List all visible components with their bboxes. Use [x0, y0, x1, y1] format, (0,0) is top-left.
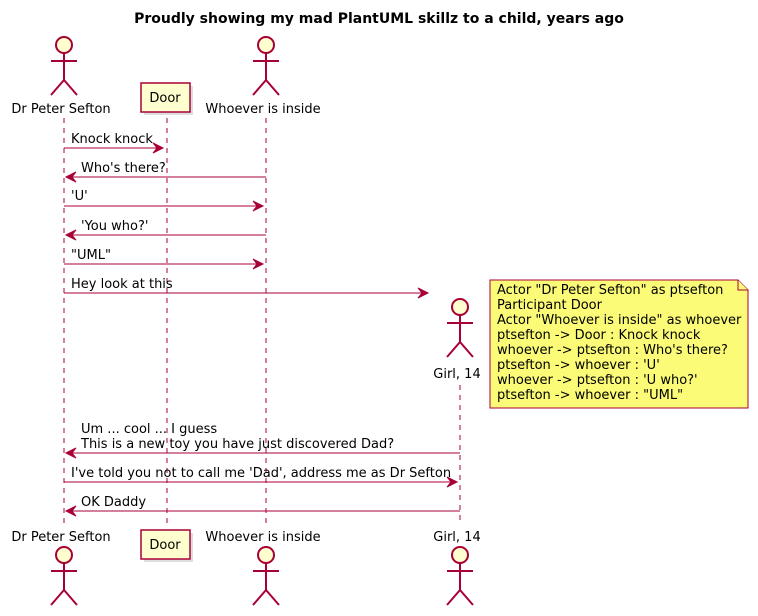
- note-line: whoever -> ptsefton : Who's there?: [497, 343, 728, 358]
- note-line: whoever -> ptsefton : 'U who?': [497, 373, 698, 388]
- code-note: Actor "Dr Peter Sefton" as ptsefton Part…: [489, 279, 749, 409]
- participant-label-ptsefton-bottom: Dr Peter Sefton: [11, 530, 110, 545]
- message-7-label-line2: This is a new toy you have just discover…: [80, 437, 394, 452]
- message-5-label: "UML": [71, 248, 111, 263]
- actor-ptsefton-top: [50, 36, 78, 96]
- participant-door-bottom: [140, 529, 193, 562]
- note-line: ptsefton -> whoever : 'U': [497, 358, 660, 373]
- participant-label-ptsefton-top: Dr Peter Sefton: [11, 102, 110, 117]
- message-1: [64, 142, 165, 154]
- note-line: ptsefton -> whoever : "UML": [497, 388, 683, 403]
- participant-label-door-bottom: Door: [149, 538, 181, 553]
- participant-label-whoever-top: Whoever is inside: [205, 102, 320, 117]
- message-6: [64, 287, 430, 299]
- message-3-label: 'U': [71, 189, 88, 204]
- note-line: ptsefton -> Door : Knock knock: [497, 328, 701, 343]
- note-line: Participant Door: [497, 298, 603, 313]
- message-9-label: OK Daddy: [81, 495, 146, 510]
- note-line: Actor "Dr Peter Sefton" as ptsefton: [497, 283, 723, 298]
- message-2: [64, 171, 266, 183]
- message-3: [64, 200, 265, 212]
- actor-whoever-top: [252, 36, 280, 96]
- message-7-label-line1: Um ... cool ... I guess: [81, 422, 217, 437]
- participant-label-door-top: Door: [149, 91, 181, 106]
- message-9: [64, 505, 460, 517]
- note-line: Actor "Whoever is inside" as whoever: [497, 313, 742, 328]
- participant-door-top: [140, 82, 193, 115]
- message-7: [64, 447, 460, 459]
- message-5: [64, 258, 265, 270]
- message-2-label: Who's there?: [81, 161, 166, 176]
- message-6-label: Hey look at this: [71, 277, 173, 292]
- participant-label-whoever-bottom: Whoever is inside: [205, 530, 320, 545]
- actor-ptsefton-bottom: [50, 546, 78, 606]
- message-8-label: I've told you not to call me 'Dad', addr…: [71, 466, 451, 481]
- message-4-label: 'You who?': [81, 219, 148, 234]
- message-8: [64, 476, 459, 488]
- message-1-label: Knock knock: [71, 132, 153, 147]
- diagram-title: Proudly showing my mad PlantUML skillz t…: [134, 11, 624, 27]
- actor-girl-created: [446, 298, 474, 358]
- actor-whoever-bottom: [252, 546, 280, 606]
- participant-label-girl-bottom: Girl, 14: [433, 530, 480, 545]
- actor-girl-bottom: [446, 546, 474, 606]
- message-4: [64, 229, 266, 241]
- participant-label-girl-created: Girl, 14: [433, 367, 480, 382]
